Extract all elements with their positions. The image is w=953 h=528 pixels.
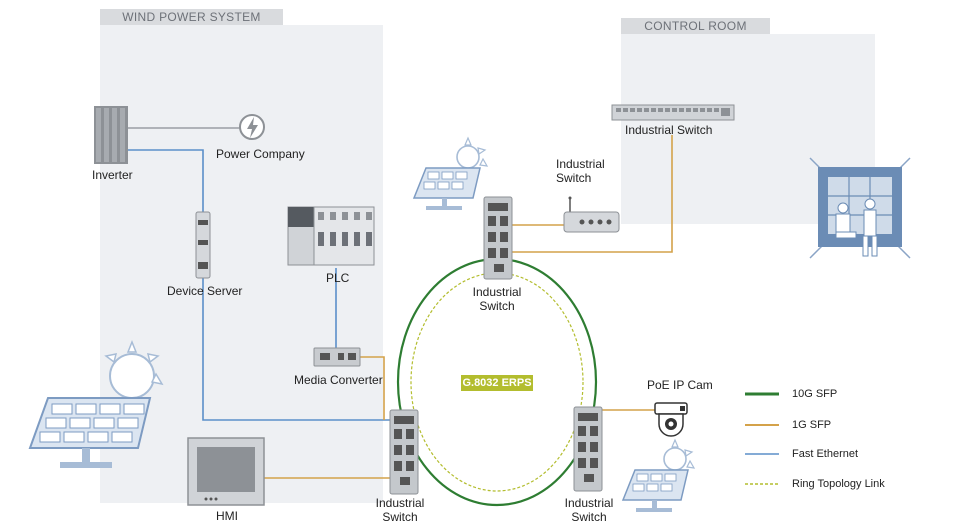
wind-power-system-label: WIND POWER SYSTEM: [100, 9, 283, 25]
one-g-link-media-converter-switch: [360, 356, 385, 420]
legend-swatch-ring-topology-link: [745, 483, 779, 485]
legend-label-10g-sfp: 10G SFP: [792, 388, 838, 400]
solar-panel-left-icon: [28, 339, 164, 468]
din-switch-bottom-right-icon: [573, 406, 603, 492]
plc-label: PLC: [326, 271, 350, 285]
legend-item-1g-sfp: 1G SFP: [745, 418, 945, 436]
legend-swatch-1g-sfp: [745, 424, 779, 426]
control-room-label: CONTROL ROOM: [621, 18, 770, 34]
control-industrial-switch-label: Industrial Switch: [625, 123, 713, 137]
bottom-left-industrial-switch-label: Industrial Switch: [375, 496, 425, 524]
din-switch-bottom-left-icon: [389, 409, 419, 495]
hmi-icon: [187, 437, 265, 506]
inverter-icon: [94, 106, 128, 164]
fast-ethernet-link-inverter-device-server: [128, 149, 204, 215]
legend-item-ring-topology-link: Ring Topology Link: [745, 477, 945, 495]
legend-label-ring-topology-link: Ring Topology Link: [792, 478, 885, 490]
plc-icon: [287, 206, 375, 266]
g8032-erps-badge: G.8032 ERPS: [461, 375, 533, 391]
hmi-label: HMI: [216, 509, 238, 523]
inverter-label: Inverter: [92, 168, 133, 182]
device-server-icon: [195, 211, 211, 279]
power-company-icon: [239, 114, 265, 140]
media-converter-icon: [313, 347, 361, 367]
wifi-switch-icon: [563, 196, 620, 233]
legend-item-fast-ethernet: Fast Ethernet: [745, 447, 945, 465]
power-company-label: Power Company: [216, 147, 305, 161]
legend-swatch-fast-ethernet: [745, 453, 779, 455]
media-converter-label: Media Converter: [294, 373, 383, 387]
legend-item-10g-sfp: 10G SFP: [745, 387, 945, 405]
device-server-label: Device Server: [167, 284, 243, 298]
wifi-industrial-switch-label: Industrial Switch: [556, 157, 605, 185]
poe-ip-cam-label: PoE IP Cam: [647, 378, 713, 392]
bottom-right-industrial-switch-label: Industrial Switch: [564, 496, 614, 524]
solar-panel-top-icon: [412, 136, 489, 210]
top-industrial-switch-label: Industrial Switch: [472, 285, 522, 313]
legend-label-1g-sfp: 1G SFP: [792, 419, 832, 431]
rack-switch-icon: [611, 104, 735, 121]
connections: [128, 127, 673, 507]
legend-swatch-10g-sfp: [745, 392, 779, 396]
one-g-link-top-switch-control-switch: [512, 135, 673, 253]
din-switch-top-icon: [483, 196, 513, 280]
fast-ethernet-link-device-server-switch: [202, 275, 392, 421]
solar-panel-bottom-right-icon: [621, 438, 696, 512]
camera-icon: [654, 402, 688, 437]
operator-station-icon: [809, 157, 911, 259]
legend-label-fast-ethernet: Fast Ethernet: [792, 448, 859, 460]
